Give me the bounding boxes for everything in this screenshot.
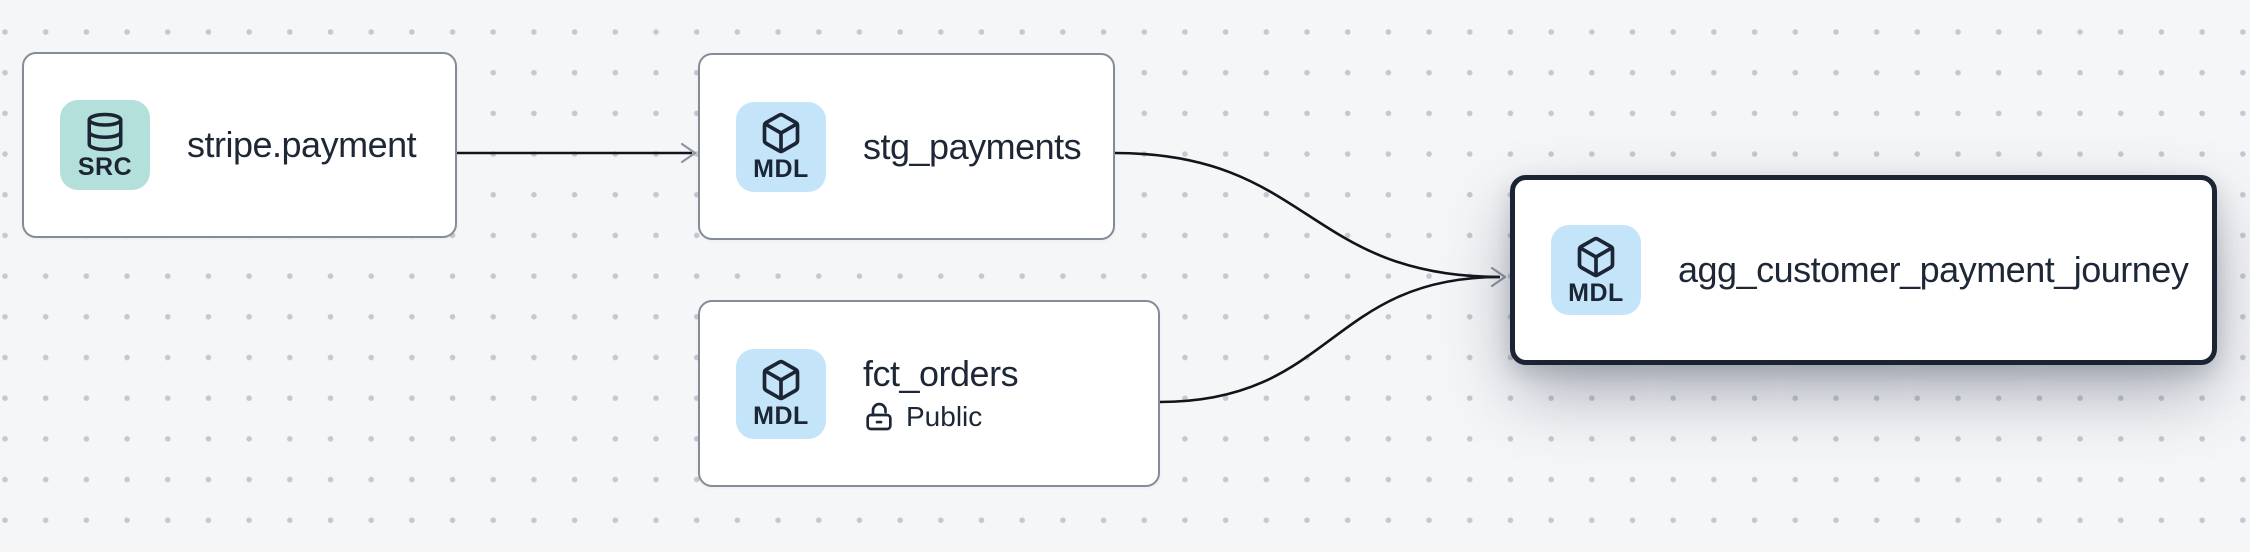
node-title: fct_orders	[863, 353, 1019, 395]
node-title: agg_customer_payment_journey	[1678, 249, 2189, 291]
badge-label: SRC	[77, 152, 133, 181]
model-type-badge: MDL	[736, 348, 826, 439]
source-type-badge: SRC	[60, 100, 150, 190]
box-icon	[759, 111, 803, 155]
badge-label: MDL	[1568, 278, 1624, 307]
access-label: Public	[906, 400, 983, 432]
arrowhead-icon	[680, 142, 697, 164]
node-stg-payments[interactable]: MDL stg_payments	[698, 53, 1115, 240]
model-type-badge: MDL	[736, 101, 826, 192]
node-stripe-payment[interactable]: SRC stripe.payment	[22, 52, 457, 238]
node-agg-customer-payment-journey[interactable]: MDL agg_customer_payment_journey	[1510, 175, 2217, 365]
box-icon	[1574, 235, 1618, 279]
badge-label: MDL	[753, 155, 809, 183]
node-fct-orders[interactable]: MDL fct_orders Public	[698, 300, 1160, 487]
model-type-badge: MDL	[1551, 225, 1641, 315]
lock-open-icon	[863, 401, 895, 433]
arrowhead-icon	[1490, 266, 1507, 288]
box-icon	[759, 358, 803, 402]
database-icon	[84, 111, 126, 153]
edge-fct-orders-to-agg-customer-payment-journey[interactable]	[1159, 275, 1501, 404]
access-row: Public	[863, 401, 1018, 433]
edge-stg-payments-to-agg-customer-payment-journey[interactable]	[1114, 151, 1501, 279]
badge-label: MDL	[753, 402, 809, 430]
node-title: stripe.payment	[187, 124, 417, 166]
node-title: stg_payments	[863, 125, 1082, 167]
